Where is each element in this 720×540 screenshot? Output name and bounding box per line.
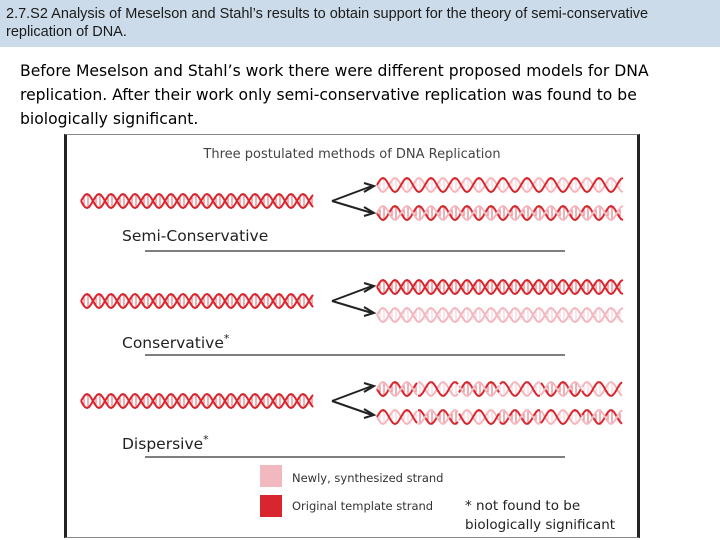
arrow-head-up xyxy=(363,182,377,193)
helix-strand-b xyxy=(458,408,500,426)
legend-original-swatch xyxy=(260,495,282,517)
intro-paragraph: Before Meselson and Stahl’s work there w… xyxy=(20,62,649,128)
helix-strand-b xyxy=(376,278,624,296)
legend-original-label: Original template strand xyxy=(292,499,434,513)
dna-helix-icon xyxy=(80,292,314,310)
slide-title: 2.7.S2 Analysis of Meselson and Stahl’s … xyxy=(6,6,649,40)
dna-helix-icon xyxy=(376,306,624,324)
helix-strand-a xyxy=(376,278,624,296)
footnote-line-1: * not found to be xyxy=(465,498,581,514)
helix-strand-b xyxy=(376,306,624,324)
helix-strand-a xyxy=(458,408,500,426)
arrow-head-down xyxy=(363,306,377,317)
helix-strand-a xyxy=(80,292,314,310)
replication-figure: Three postulated methods of DNA Replicat… xyxy=(64,134,640,538)
helix-strand-a xyxy=(376,380,418,398)
forked-arrow-icon xyxy=(331,382,377,419)
helix-strand-b xyxy=(376,408,418,426)
arrow-line-up xyxy=(331,285,373,302)
helix-strand-a xyxy=(540,408,582,426)
legend-new-swatch xyxy=(260,465,282,487)
dna-helix-icon xyxy=(80,392,314,410)
dna-helix-icon xyxy=(376,408,623,426)
helix-strand-a xyxy=(540,380,582,398)
helix-strand-a xyxy=(80,192,314,210)
forked-arrow-icon xyxy=(331,282,377,317)
forked-arrow-icon xyxy=(331,182,377,217)
dna-helix-icon xyxy=(376,278,624,296)
semi-conservative-label: Semi-Conservative xyxy=(122,227,268,245)
helix-strand-a xyxy=(376,408,418,426)
helix-strand-a xyxy=(581,381,623,397)
footnote-mark: * xyxy=(203,433,209,446)
arrow-head-down xyxy=(363,408,377,419)
arrow-line-down xyxy=(331,200,373,214)
helix-strand-a xyxy=(376,306,624,324)
dna-helix-icon xyxy=(80,192,314,210)
helix-strand-a xyxy=(80,392,314,410)
helix-strand-a xyxy=(376,176,624,194)
helix-strand-b xyxy=(581,381,623,397)
dna-helix-icon xyxy=(376,380,623,398)
dna-helix-icon xyxy=(376,176,624,194)
helix-strand-b xyxy=(376,176,624,194)
model-name: Conservative xyxy=(122,334,224,353)
arrow-line-down xyxy=(331,400,373,416)
arrow-head-up xyxy=(363,282,377,293)
helix-strand-a xyxy=(458,380,500,398)
legend-new-label: Newly, synthesized strand xyxy=(292,471,444,485)
helix-strand-b xyxy=(376,204,624,222)
helix-strand-b xyxy=(458,380,500,398)
helix-strand-b xyxy=(80,192,314,210)
helix-strand-b xyxy=(418,381,459,397)
dispersive-label: Dispersive* xyxy=(122,433,209,453)
conservative-label: Conservative* xyxy=(122,332,229,352)
helix-strand-b xyxy=(80,392,314,410)
helix-strand-b xyxy=(581,409,623,425)
dna-helix-icon xyxy=(376,204,624,222)
arrow-line-up xyxy=(331,185,373,202)
footnote-mark: * xyxy=(223,332,230,345)
model-name: Dispersive xyxy=(122,435,204,454)
dna-diagram xyxy=(80,176,624,517)
title-bar: 2.7.S2 Analysis of Meselson and Stahl’s … xyxy=(0,0,720,47)
arrow-line-up xyxy=(331,385,373,402)
helix-strand-b xyxy=(540,380,582,398)
helix-strand-b xyxy=(499,381,540,397)
arrow-head-down xyxy=(363,206,377,217)
helix-strand-b xyxy=(80,292,314,310)
helix-strand-b xyxy=(418,409,459,425)
helix-strand-a xyxy=(376,204,624,222)
helix-strand-b xyxy=(499,409,540,425)
footnote: * not found to be biologically significa… xyxy=(465,497,640,535)
helix-strand-b xyxy=(376,380,418,398)
figure-title: Three postulated methods of DNA Replicat… xyxy=(203,147,501,162)
arrow-head-up xyxy=(363,382,377,393)
footnote-line-2: biologically significant xyxy=(465,517,616,533)
helix-strand-a xyxy=(581,409,623,425)
arrow-line-down xyxy=(331,300,373,314)
helix-strand-b xyxy=(540,408,582,426)
model-name: Semi-Conservative xyxy=(122,227,269,245)
